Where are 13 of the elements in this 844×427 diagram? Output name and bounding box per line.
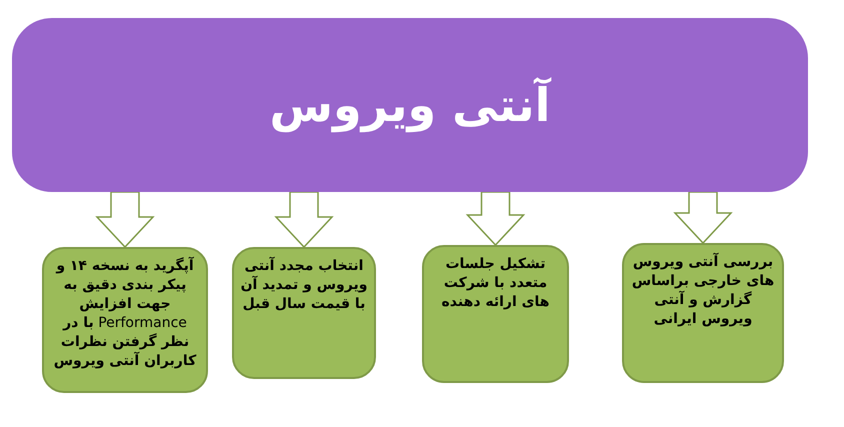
- title-banner: [12, 18, 808, 192]
- banner-title: آنتی ویروس: [270, 78, 550, 132]
- step-text: انتخاب مجدد آنتی ویروس و تمدید آن با قیمت سال قبل: [240, 257, 368, 314]
- block-arrow: [466, 191, 526, 246]
- step-box: [42, 247, 208, 393]
- step-box: [422, 245, 569, 383]
- step-box: [622, 243, 784, 383]
- step-box: [232, 247, 376, 379]
- step-text: تشکیل جلسات متعدد با شرکت های ارائه دهنده: [440, 255, 550, 312]
- step-text: بررسی آنتی ویروس های خارجی براساس گزارش و آنتی ویروس ایرانی: [630, 253, 776, 329]
- block-arrow: [274, 191, 334, 248]
- block-arrow: [673, 191, 733, 244]
- block-arrow: [95, 191, 155, 248]
